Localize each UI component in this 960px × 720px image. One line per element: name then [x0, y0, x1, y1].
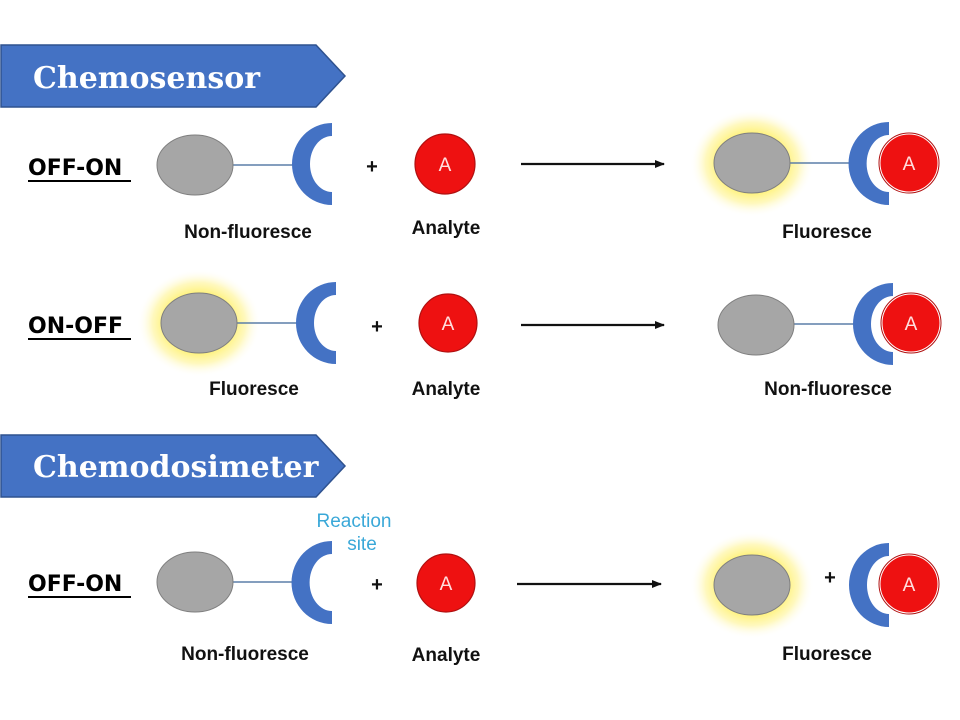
analyte-caption: Analyte [412, 645, 481, 666]
reactant-caption: Non-fluoresce [184, 222, 312, 243]
analyte-letter: A [903, 575, 916, 596]
row-chemodosimeter-off-on: OFF-ON Reaction site Non-fluoresce + A A… [28, 511, 941, 666]
analyte: A [418, 293, 478, 353]
analyte-circle [418, 293, 478, 353]
fluorophore [156, 551, 234, 613]
analyte: A [414, 133, 476, 195]
analyte-letter: A [442, 314, 455, 335]
plus-sign: + [366, 156, 378, 178]
receptor-crescent [296, 282, 336, 364]
mode-label: ON-OFF [28, 314, 123, 339]
bound-analyte-outline [878, 132, 940, 194]
mode-label: OFF-ON [28, 572, 122, 597]
product-caption: Non-fluoresce [764, 379, 892, 400]
reaction-site-note: Reaction site [317, 511, 392, 555]
bound-analyte-outline [880, 292, 942, 354]
released-fluorophore-product [690, 531, 814, 639]
analyte-circle [416, 553, 476, 613]
banner-arrow-shape [0, 434, 347, 498]
row-chemosensor-off-on: OFF-ON Non-fluoresce + A Analyte A Fluor… [28, 109, 941, 243]
receptor-crescent [853, 283, 893, 365]
reaction-site-note-line2: site [347, 534, 377, 555]
mode-label: OFF-ON [28, 156, 122, 181]
sensor-analyte-complex-product: A [717, 283, 943, 365]
reaction-site-analyte-adduct: A [849, 543, 941, 627]
dosimeter-molecule-reactant [156, 541, 332, 624]
fluorophore [713, 554, 791, 616]
reactant-caption: Non-fluoresce [181, 644, 309, 665]
analyte-letter: A [439, 155, 452, 176]
reactant-caption: Fluoresce [209, 379, 299, 400]
fluorophore [160, 292, 238, 354]
receptor-crescent [848, 122, 889, 205]
banner-title: Chemodosimeter [33, 450, 320, 485]
banner-arrow-shape [0, 44, 347, 108]
row-chemosensor-on-off: ON-OFF Fluoresce + A Analyte A Non-fluor… [28, 269, 943, 400]
reaction-site-note-line1: Reaction [317, 511, 392, 532]
plus-sign: + [371, 574, 383, 596]
product-caption: Fluoresce [782, 222, 872, 243]
analyte-letter: A [440, 574, 453, 595]
sensor-analyte-complex-product: A [690, 109, 941, 217]
analyte-caption: Analyte [412, 218, 481, 239]
plus-sign: + [371, 316, 383, 338]
banner-title: Chemosensor [33, 61, 261, 96]
reaction-site-crescent [849, 543, 889, 627]
sensor-molecule-reactant [156, 123, 332, 205]
product-plus-sign: + [824, 567, 836, 589]
fluorophore [156, 134, 234, 196]
analyte-caption: Analyte [412, 379, 481, 400]
bound-analyte-outline [878, 553, 940, 615]
analyte-letter: A [905, 314, 918, 335]
analyte-letter: A [903, 154, 916, 175]
section-banner-chemosensor: Chemosensor [0, 44, 347, 108]
fluorophore [713, 132, 791, 194]
product-caption: Fluoresce [782, 644, 872, 665]
receptor-crescent [292, 123, 332, 205]
reaction-site-crescent [291, 541, 332, 624]
analyte: A [416, 553, 476, 613]
sensor-molecule-reactant [137, 269, 336, 377]
section-banner-chemodosimeter: Chemodosimeter [0, 434, 347, 498]
fluorophore [717, 294, 795, 356]
analyte-circle [414, 133, 476, 195]
